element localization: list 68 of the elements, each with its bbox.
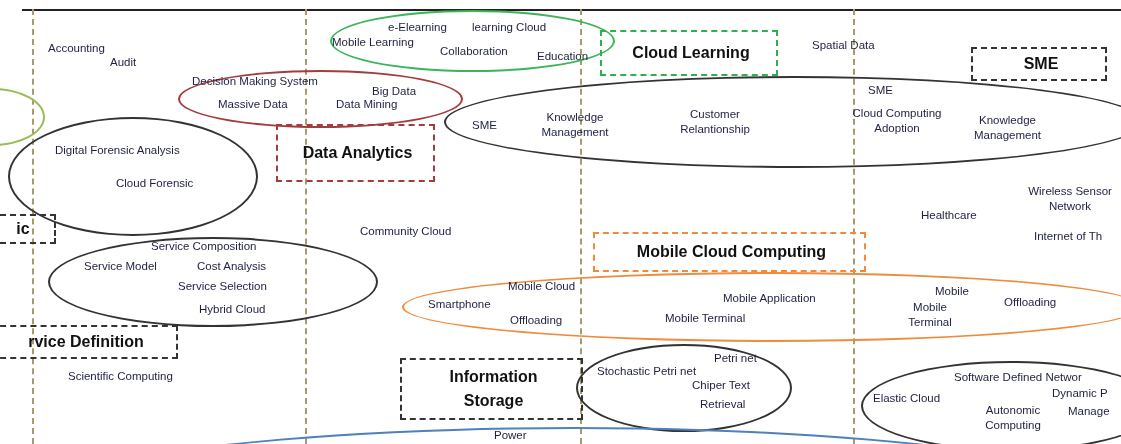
keyword-label: Service Composition — [151, 239, 257, 254]
keyword-label: Smartphone — [428, 297, 491, 312]
keyword-label: SME — [472, 118, 497, 133]
cluster-ellipse — [8, 117, 258, 236]
keyword-label: Mobile Terminal — [907, 300, 953, 330]
cluster-ellipse — [444, 76, 1121, 168]
topic-heading: Cloud Learning — [631, 43, 751, 63]
keyword-label: Offloading — [510, 313, 563, 328]
topic-heading: Mobile Cloud Computing — [635, 242, 828, 262]
keyword-label: Digital Forensic Analysis — [55, 143, 180, 158]
keyword-label: Stochastic Petri net — [597, 364, 697, 379]
cluster-ellipse — [576, 344, 792, 432]
keyword-label: Knowledge Management — [540, 110, 610, 140]
keyword-label: Manage — [1068, 404, 1110, 419]
keyword-label: e-Elearning — [388, 20, 447, 35]
cluster-ellipse — [861, 361, 1121, 444]
keyword-label: Cost Analysis — [197, 259, 267, 274]
topic-heading: Information Storage — [448, 367, 539, 411]
keyword-label: Dynamic P — [1052, 386, 1108, 401]
cluster-ellipse — [178, 70, 463, 128]
keyword-label: Service Model — [84, 259, 157, 274]
keyword-label: Software Defined Networ — [954, 370, 1082, 385]
keyword-label: Audit — [110, 55, 137, 70]
keyword-label: Accounting — [48, 41, 105, 56]
keyword-label: Spatial Data — [812, 38, 875, 53]
topic-box — [0, 214, 56, 244]
topic-box — [593, 232, 866, 272]
keyword-label: Wireless Sensor Network — [1027, 184, 1113, 214]
topic-heading: rvice Definition — [27, 332, 145, 352]
keyword-label: Cloud Computing Adoption — [852, 106, 942, 136]
topic-box — [971, 47, 1107, 81]
keyword-label: Retrieval — [700, 397, 746, 412]
keyword-label: Mobile Application — [723, 291, 816, 306]
keyword-label: Internet of Th — [1034, 229, 1103, 244]
keyword-label: Mobile Learning — [332, 35, 414, 50]
keyword-label: Hybrid Cloud — [199, 302, 266, 317]
topic-box — [0, 325, 178, 359]
topic-box — [276, 124, 435, 182]
keyword-label: learning Cloud — [472, 20, 547, 35]
keyword-label: Scientific Computing — [68, 369, 173, 384]
keyword-label: Collaboration — [440, 44, 508, 59]
keyword-label: Massive Data — [218, 97, 288, 112]
cluster-ellipse — [330, 10, 615, 72]
keyword-label: SME — [868, 83, 893, 98]
keyword-label: Autonomic Computing — [984, 403, 1042, 433]
keyword-label: Mobile — [935, 284, 969, 299]
topic-box — [600, 30, 778, 76]
keyword-label: Elastic Cloud — [873, 391, 941, 406]
keyword-label: Service Selection — [178, 279, 267, 294]
topic-heading: SME — [1022, 54, 1060, 74]
keyword-label: Data Mining — [336, 97, 398, 112]
keyword-label: Education — [537, 49, 589, 64]
cluster-ellipse — [48, 237, 378, 327]
keyword-label: Power — [494, 428, 527, 443]
keyword-label: Big Data — [372, 84, 417, 99]
keyword-label: Offloading — [1004, 295, 1057, 310]
keyword-label: Healthcare — [921, 208, 977, 223]
keyword-label: Community Cloud — [360, 224, 452, 239]
keyword-label: Customer Relantionship — [679, 107, 751, 137]
keyword-label: Knowledge Management — [972, 113, 1043, 143]
keyword-label: Mobile Terminal — [665, 311, 746, 326]
topic-box — [400, 358, 583, 420]
topic-heading: ic — [15, 219, 31, 239]
keyword-label: Mobile Cloud — [508, 279, 576, 294]
topic-heading: Data Analytics — [301, 143, 414, 163]
keyword-label: Petri net — [714, 351, 757, 366]
keyword-label: Chiper Text — [692, 378, 750, 393]
keyword-label: Cloud Forensic — [116, 176, 194, 191]
